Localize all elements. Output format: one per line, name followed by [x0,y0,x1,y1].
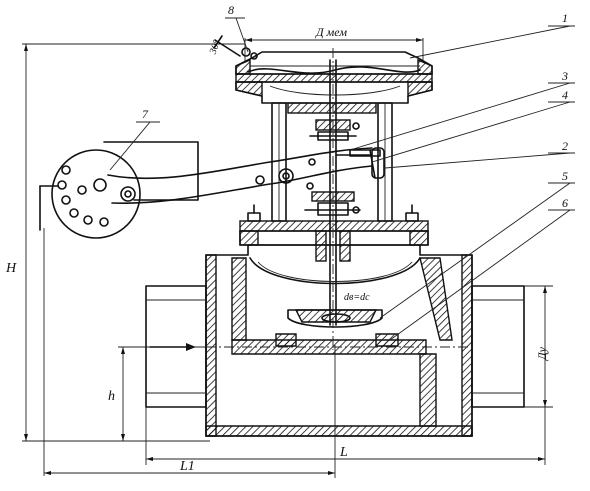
diaphragm-actuator [213,35,433,104]
callout-1: 1 [562,11,568,25]
bonnet [239,204,429,262]
yoke-and-stem [271,59,393,326]
dim-seat-diameter: dв=dс [344,292,370,303]
dim-L: L [339,445,348,460]
lever-assembly [39,141,385,239]
leader-lines [109,17,575,341]
callout-2: 2 [562,139,568,153]
dim-angle: 30° [207,39,222,57]
dim-L1: L1 [179,459,195,474]
overall-dimensions [22,38,553,478]
callout-4: 4 [562,88,568,102]
dim-d-mem: Д мем [315,25,347,39]
dim-h: h [108,389,115,404]
callout-7: 7 [142,107,149,121]
dim-Dy: Ду [535,346,549,361]
callout-3: 3 [561,69,568,83]
callout-6: 6 [562,196,568,210]
callout-5: 5 [562,169,568,183]
callout-8: 8 [228,3,234,17]
dim-H: H [5,261,17,276]
labels: 1 3 4 2 5 6 7 8 Д мем H h L L1 Ду dв=dс … [5,3,568,474]
